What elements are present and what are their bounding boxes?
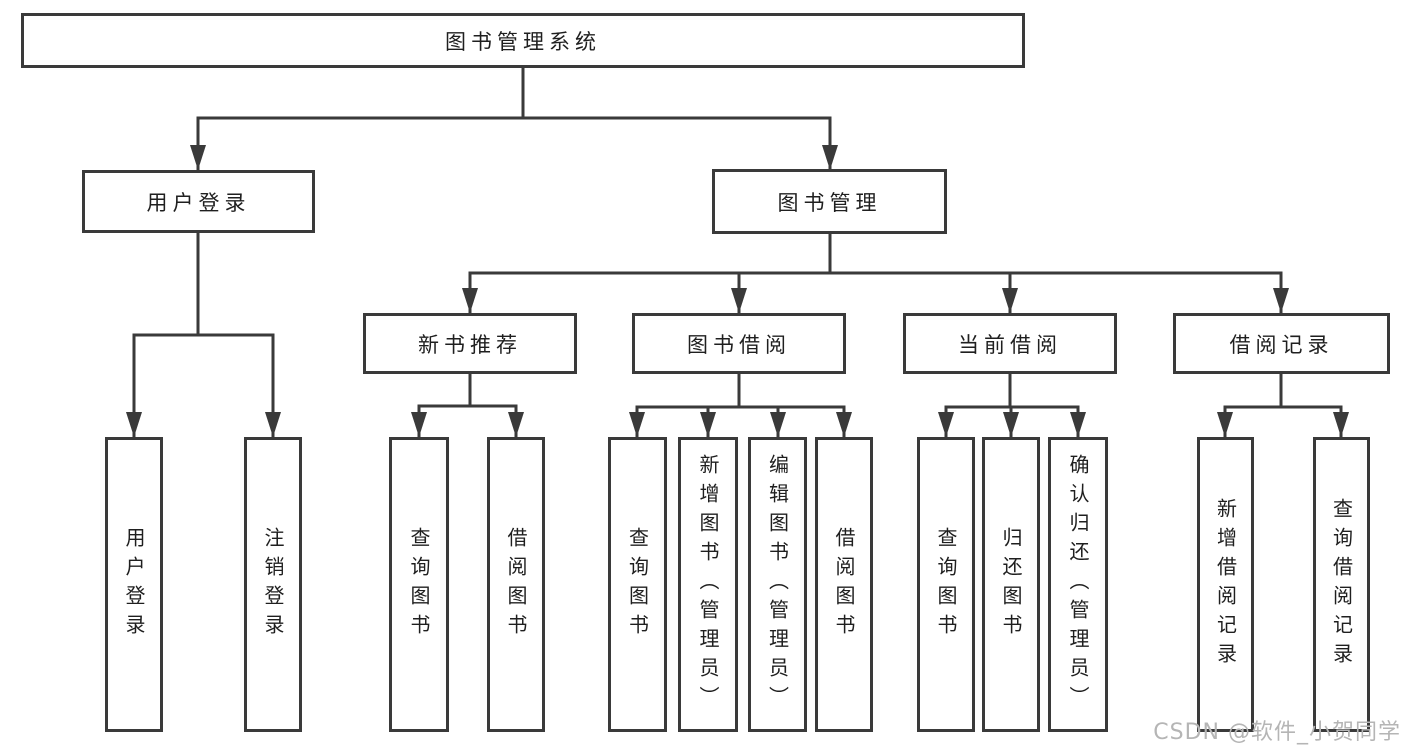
leaf-query-books-recommend: 查询图书 xyxy=(389,437,449,732)
leaf-borrow-books-label: 借阅图书 xyxy=(832,526,856,643)
leaf-query-borrow-record: 查询借阅记录 xyxy=(1313,437,1370,732)
node-book-management: 图书管理 xyxy=(712,169,947,234)
leaf-query-books-recommend-label: 查询图书 xyxy=(407,526,431,643)
leaf-edit-book-admin-label: 编辑图书（管理员） xyxy=(765,454,790,715)
leaf-user-login: 用户登录 xyxy=(105,437,163,732)
leaf-add-borrow-record-label: 新增借阅记录 xyxy=(1213,497,1238,672)
watermark-text: CSDN @软件_小贺同学 xyxy=(1153,720,1401,745)
leaf-return-book: 归还图书 xyxy=(982,437,1040,732)
node-library-system-label: 图书管理系统 xyxy=(445,29,601,54)
leaf-confirm-return-admin-label: 确认归还（管理员） xyxy=(1066,454,1090,715)
node-user-login: 用户登录 xyxy=(82,170,315,233)
leaf-add-borrow-record: 新增借阅记录 xyxy=(1197,437,1254,732)
leaf-query-books-current: 查询图书 xyxy=(917,437,975,732)
leaf-add-book-admin: 新增图书（管理员） xyxy=(678,437,738,732)
node-current-borrow-label: 当前借阅 xyxy=(958,332,1062,357)
node-borrow-records: 借阅记录 xyxy=(1173,313,1390,374)
node-book-management-label: 图书管理 xyxy=(777,190,882,215)
node-new-book-recommend: 新书推荐 xyxy=(363,313,577,374)
leaf-borrow-books: 借阅图书 xyxy=(815,437,873,732)
leaf-add-book-admin-label: 新增图书（管理员） xyxy=(696,454,720,715)
leaf-query-borrow-record-label: 查询借阅记录 xyxy=(1329,497,1354,672)
node-library-system: 图书管理系统 xyxy=(21,13,1025,68)
leaf-logout-label: 注销登录 xyxy=(261,526,285,643)
node-borrow-records-label: 借阅记录 xyxy=(1229,332,1334,357)
leaf-query-books-borrow-label: 查询图书 xyxy=(625,526,650,643)
leaf-user-login-label: 用户登录 xyxy=(122,526,146,643)
leaf-confirm-return-admin: 确认归还（管理员） xyxy=(1048,437,1108,732)
node-current-borrow: 当前借阅 xyxy=(903,313,1117,374)
node-book-borrow: 图书借阅 xyxy=(632,313,846,374)
leaf-borrow-books-recommend-label: 借阅图书 xyxy=(504,526,528,643)
leaf-return-book-label: 归还图书 xyxy=(999,526,1023,643)
node-book-borrow-label: 图书借阅 xyxy=(687,332,791,357)
node-new-book-recommend-label: 新书推荐 xyxy=(418,332,522,357)
arrowheads xyxy=(126,145,1349,437)
leaf-query-books-borrow: 查询图书 xyxy=(608,437,667,732)
leaf-edit-book-admin: 编辑图书（管理员） xyxy=(748,437,807,732)
leaf-borrow-books-recommend: 借阅图书 xyxy=(487,437,545,732)
leaf-logout: 注销登录 xyxy=(244,437,302,732)
leaf-query-books-current-label: 查询图书 xyxy=(934,526,958,643)
node-user-login-label: 用户登录 xyxy=(146,190,251,215)
